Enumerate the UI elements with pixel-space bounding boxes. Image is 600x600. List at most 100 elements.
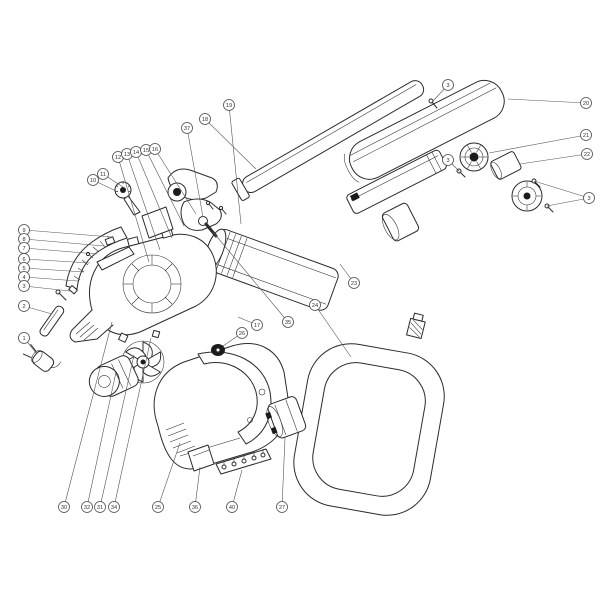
leader-line (23, 258, 91, 264)
leader-line (135, 151, 173, 239)
leader-line (186, 127, 204, 218)
callout-balloon (309, 299, 321, 311)
callout-number: 6 (22, 257, 25, 263)
wheel-rear (511, 180, 543, 212)
callout-balloon (108, 501, 120, 513)
callout-balloon (251, 319, 263, 331)
callout-balloon (87, 174, 99, 186)
callout-number: 9 (22, 228, 25, 234)
lock-knob (114, 181, 141, 216)
leader-line (63, 321, 113, 508)
leader-line (533, 180, 590, 199)
callout-number: 35 (285, 320, 291, 326)
callout-number: 10 (90, 178, 96, 184)
switch-housing-strip (65, 226, 135, 290)
leader-line (154, 148, 197, 215)
callout-number: 19 (226, 103, 232, 109)
callout-number: 20 (583, 101, 589, 107)
callout-balloon (18, 332, 30, 344)
callout-number: 22 (584, 152, 590, 158)
warning-label (187, 444, 215, 472)
callout-number: 7 (22, 246, 25, 252)
leader-line (546, 197, 590, 207)
leader-line (204, 118, 257, 170)
clamp-bracket (167, 168, 227, 238)
leader-line (117, 156, 150, 263)
callout-balloon (81, 501, 93, 513)
leader-line (507, 98, 587, 104)
callout-number: 5 (22, 266, 25, 272)
leader-line (194, 466, 201, 508)
callout-number: 24 (312, 303, 318, 309)
callout-balloon (94, 501, 106, 513)
callout-number: 3 (22, 284, 25, 290)
callout-number: 16 (152, 147, 158, 153)
callout-number: 18 (202, 117, 208, 123)
callout-balloon (442, 79, 454, 91)
callout-number: 14 (133, 150, 139, 156)
callout-balloon (189, 501, 201, 513)
small-screw (55, 285, 78, 301)
nozzle-tube (231, 80, 425, 201)
callout-number: 40 (229, 505, 235, 511)
leader-line (113, 337, 152, 508)
callout-number: 8 (22, 237, 25, 243)
callout-balloon (223, 99, 235, 111)
callout-balloon (580, 129, 592, 141)
callout-number: 27 (279, 505, 285, 511)
leader-line (212, 231, 289, 323)
motor (88, 355, 139, 397)
leader-line (23, 238, 105, 247)
callout-balloon (199, 113, 211, 125)
leader-line (314, 304, 352, 358)
leader-line (228, 104, 242, 225)
callout-number: 15 (143, 148, 149, 154)
tube-connector (381, 202, 420, 242)
callout-balloon (152, 501, 164, 513)
cord-protector-sleeve (39, 305, 65, 337)
outlet-coupler (265, 396, 307, 439)
callout-number: 12 (115, 155, 121, 161)
callout-balloon (226, 501, 238, 513)
callout-number: 37 (184, 126, 190, 132)
callout-balloon (18, 300, 30, 312)
leader-line (99, 354, 135, 508)
callout-number: 17 (254, 323, 260, 329)
callout-balloon (18, 280, 30, 292)
callout-balloon (581, 148, 593, 160)
lower-housing (153, 343, 290, 470)
callout-balloon (58, 501, 70, 513)
callout-number: 31 (97, 505, 103, 511)
callout-number: 36 (192, 505, 198, 511)
callout-number: 21 (583, 133, 589, 139)
callout-number: 3 (446, 158, 449, 164)
callout-balloon (348, 277, 360, 289)
callout-number: 32 (84, 505, 90, 511)
callout-number: 30 (61, 505, 67, 511)
callout-balloon (276, 501, 288, 513)
rating-plate (215, 448, 272, 475)
callout-number: 1 (22, 336, 25, 342)
leader-line (23, 267, 85, 273)
impeller-fan (118, 329, 166, 384)
leader-line (23, 247, 98, 255)
callout-number: 13 (124, 152, 130, 158)
callout-balloon (236, 327, 248, 339)
callout-number: 26 (239, 331, 245, 337)
instruction-label (141, 206, 174, 239)
leader-line (23, 276, 79, 282)
callout-number: 23 (351, 281, 357, 287)
callout-number: 2 (22, 304, 25, 310)
leader-line (519, 153, 588, 165)
callout-balloon (282, 316, 294, 328)
vacuum-tube (204, 228, 339, 311)
callout-balloon (583, 192, 595, 204)
callout-balloon (149, 143, 161, 155)
blower-tube (344, 79, 505, 183)
callout-number: 3 (446, 83, 449, 89)
wheel-front (459, 142, 489, 172)
leader-line (23, 285, 71, 292)
